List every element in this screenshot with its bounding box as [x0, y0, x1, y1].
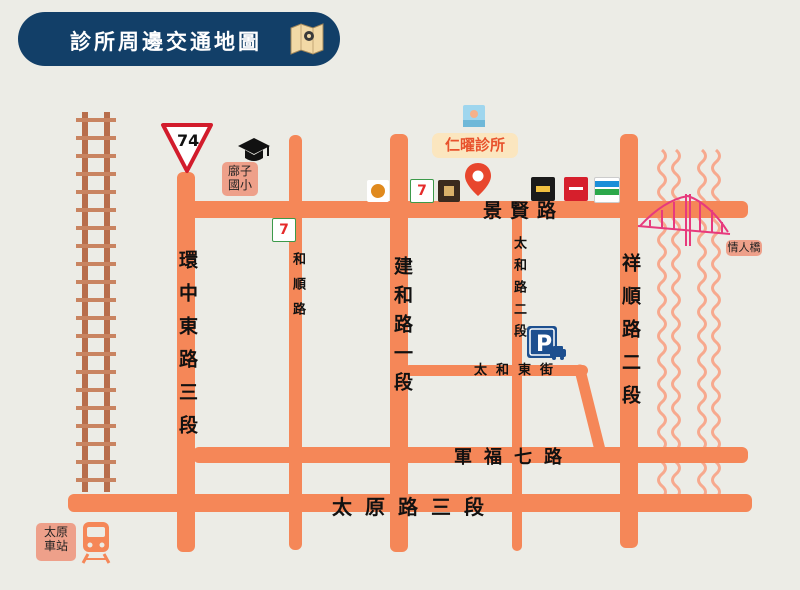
railway-tie	[76, 316, 116, 320]
railway-tie	[76, 406, 116, 410]
railway-tie	[76, 334, 116, 338]
railway-tie	[76, 154, 116, 158]
clinic-label: 仁曜診所	[432, 133, 518, 158]
road-label-jingxian: 景賢路	[483, 200, 565, 222]
location-pin-icon[interactable]	[463, 162, 493, 198]
road-label-junfu: 軍福七路	[454, 447, 574, 468]
map-icon	[290, 23, 324, 55]
railway-tie	[76, 370, 116, 374]
seven-eleven-icon: 7	[272, 218, 296, 242]
railway-tie	[76, 280, 116, 284]
railway-tie	[76, 478, 116, 482]
school-icon	[238, 138, 270, 161]
road-label-taihe-2: 太和路二段	[511, 236, 526, 346]
train-icon	[81, 522, 111, 564]
railway-tie	[76, 424, 116, 428]
seven-eleven-icon: 7	[410, 179, 434, 203]
parking-icon: P	[527, 326, 566, 360]
railway-tie	[76, 118, 116, 122]
road-xiangshun	[620, 134, 638, 548]
railway-tie	[76, 442, 116, 446]
railway-tie	[76, 298, 116, 302]
store-icon	[367, 180, 389, 202]
station-label: 太原車站	[36, 523, 76, 561]
svg-text:P: P	[536, 332, 552, 357]
railway-tie	[76, 226, 116, 230]
building-icon	[463, 105, 485, 127]
title-banner: 診所周邊交通地圖	[18, 12, 340, 66]
railway-icon	[76, 112, 116, 492]
road-label-jianhe: 建和路一段	[391, 256, 413, 401]
road-label-huanzhong: 環中東路三段	[176, 250, 198, 448]
route-shield-number: 74	[177, 131, 200, 150]
road-huanzhong	[177, 172, 195, 552]
route-shield	[161, 123, 213, 173]
store-icon	[564, 177, 588, 201]
store-icon	[531, 177, 555, 201]
page-title: 診所周邊交通地圖	[70, 29, 262, 54]
road-jingxian	[180, 201, 748, 218]
road-label-taihe-east: 太和東街	[474, 363, 563, 378]
railway-tie	[76, 172, 116, 176]
railway-tie	[76, 352, 116, 356]
railway-tie	[76, 460, 116, 464]
road-taihe-east	[404, 365, 588, 376]
road-label-heshun: 和順路	[290, 252, 305, 327]
road-label-xiangshun: 祥順路二段	[619, 253, 641, 418]
bridge-label: 情人橋	[726, 240, 762, 256]
road-taihe-2	[512, 201, 522, 551]
railway-tie	[76, 262, 116, 266]
railway-tie	[76, 190, 116, 194]
road-label-taiyuan: 太原路三段	[332, 495, 497, 519]
road-taiyuan	[68, 494, 752, 512]
store-icon	[438, 180, 460, 202]
railway-tie	[76, 208, 116, 212]
school-label: 廍子國小	[222, 162, 258, 196]
railway-tie	[76, 244, 116, 248]
store-icon	[594, 177, 620, 203]
railway-tie	[76, 136, 116, 140]
railway-tie	[76, 388, 116, 392]
road-junfu	[193, 447, 748, 463]
